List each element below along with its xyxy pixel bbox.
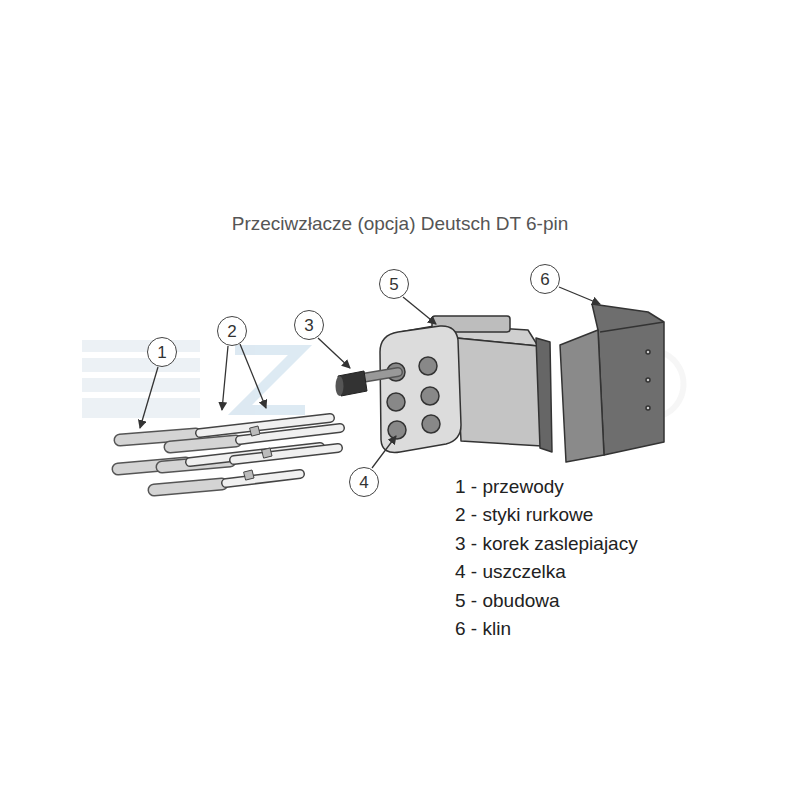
callout-number: 4 [359, 474, 368, 491]
leader-lines [140, 287, 600, 468]
part-label: 4 - uszczelka [455, 561, 566, 583]
callout-number: 5 [389, 276, 398, 293]
wedge [560, 304, 664, 462]
sealing-plug [336, 371, 399, 396]
callout-circle: 1 [147, 337, 177, 367]
callout-circle: 3 [294, 310, 324, 340]
callout-circle: 5 [379, 269, 409, 299]
callout-number: 1 [157, 344, 166, 361]
callout-number: 2 [227, 323, 236, 340]
callout-number: 6 [540, 271, 549, 288]
diagram-title: Przeciwzłacze (opcja) Deutsch DT 6-pin [0, 213, 800, 235]
callout-number: 3 [304, 317, 313, 334]
part-label: 3 - korek zaslepiajacy [455, 533, 638, 555]
callout-circle: 2 [217, 316, 247, 346]
housing [380, 316, 552, 453]
tube-contacts [190, 418, 340, 483]
callout-circle: 4 [349, 467, 379, 497]
callout-circle: 6 [530, 264, 560, 294]
part-label: 2 - styki rurkowe [455, 504, 593, 526]
part-label: 5 - obudowa [455, 590, 560, 612]
part-label: 1 - przewody [455, 476, 564, 498]
part-label: 6 - klin [455, 618, 511, 640]
